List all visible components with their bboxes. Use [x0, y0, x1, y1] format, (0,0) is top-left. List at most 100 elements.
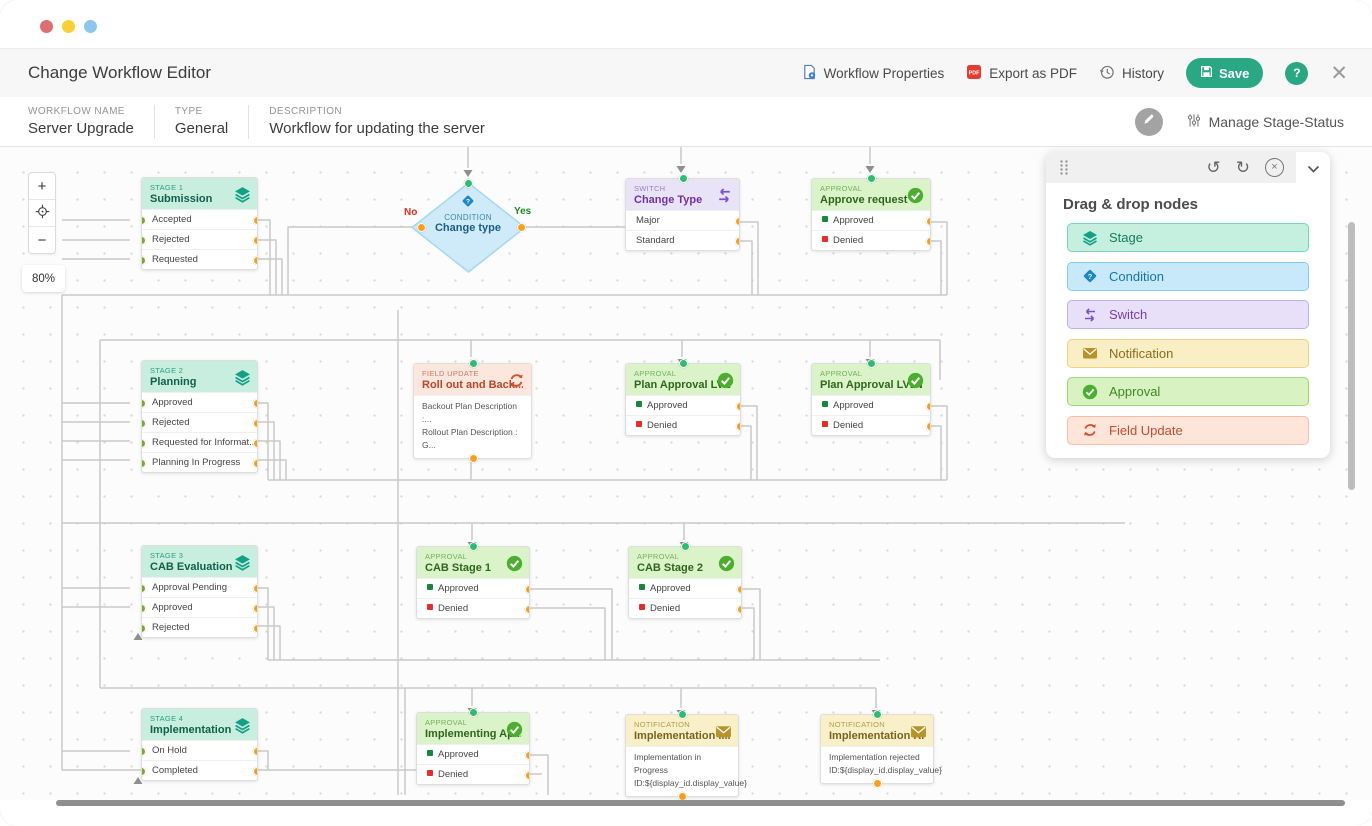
- output-port[interactable]: [735, 236, 739, 246]
- output-port[interactable]: [525, 770, 529, 780]
- top-input-port[interactable]: [468, 359, 478, 368]
- input-port[interactable]: [142, 398, 146, 408]
- palette-item-notify[interactable]: Notification: [1067, 338, 1309, 368]
- window-minimize-button[interactable]: [62, 20, 75, 33]
- top-input-port[interactable]: [681, 542, 690, 551]
- output-port[interactable]: [253, 746, 257, 756]
- top-input-port[interactable]: [469, 542, 478, 551]
- save-button[interactable]: Save: [1186, 58, 1264, 88]
- no-output-port[interactable]: [417, 223, 426, 232]
- output-port[interactable]: [253, 603, 257, 613]
- help-button[interactable]: ?: [1285, 61, 1309, 85]
- redo-icon[interactable]: ↻: [1235, 158, 1250, 177]
- output-port[interactable]: [525, 584, 529, 594]
- output-port[interactable]: [737, 604, 741, 614]
- palette-item-update[interactable]: Field Update: [1067, 415, 1309, 445]
- input-port[interactable]: [142, 255, 146, 265]
- input-port[interactable]: [142, 458, 146, 468]
- palette-item-condition[interactable]: ?Condition: [1067, 261, 1309, 291]
- undo-icon[interactable]: ↺: [1206, 158, 1221, 177]
- zoom-out-button[interactable]: −: [37, 231, 47, 249]
- manage-stage-status-button[interactable]: Manage Stage-Status: [1187, 113, 1344, 131]
- top-input-port[interactable]: [469, 708, 478, 717]
- history-button[interactable]: History: [1099, 64, 1164, 83]
- vertical-scrollbar[interactable]: [1348, 222, 1355, 490]
- palette-item-approval[interactable]: Approval: [1067, 377, 1309, 406]
- top-input-port[interactable]: [867, 359, 876, 368]
- output-port[interactable]: [253, 235, 257, 245]
- bottom-output-port[interactable]: [468, 454, 478, 463]
- output-port[interactable]: [736, 401, 740, 411]
- zoom-in-button[interactable]: +: [29, 173, 55, 200]
- palette-item-stage[interactable]: Stage: [1067, 223, 1309, 252]
- output-port[interactable]: [253, 458, 257, 468]
- node-condition-change-type[interactable]: [410, 182, 527, 273]
- top-input-port[interactable]: [464, 179, 473, 188]
- horizontal-scrollbar[interactable]: [56, 800, 1345, 806]
- top-input-port[interactable]: [679, 359, 688, 368]
- output-port[interactable]: [737, 584, 741, 594]
- export-pdf-button[interactable]: PDF Export as PDF: [966, 64, 1077, 83]
- output-port[interactable]: [253, 255, 257, 265]
- edit-workflow-button[interactable]: [1134, 107, 1163, 136]
- output-port[interactable]: [525, 750, 529, 760]
- window-zoom-button[interactable]: [84, 20, 97, 33]
- top-input-port[interactable]: [873, 710, 882, 719]
- input-port[interactable]: [142, 235, 146, 245]
- output-port[interactable]: [253, 583, 257, 593]
- input-port[interactable]: [142, 583, 146, 593]
- input-port[interactable]: [142, 438, 146, 448]
- palette-item-switch[interactable]: Switch: [1067, 300, 1309, 329]
- input-port[interactable]: [142, 418, 146, 428]
- close-editor-button[interactable]: ✕: [1330, 61, 1348, 85]
- collapse-panel-chevron-icon[interactable]: [1307, 160, 1320, 178]
- node-status-row: Requested: [142, 249, 257, 269]
- drag-handle-icon[interactable]: [1046, 159, 1069, 176]
- output-port[interactable]: [253, 623, 257, 633]
- top-input-port[interactable]: [867, 174, 876, 183]
- output-port[interactable]: [253, 215, 257, 225]
- input-port[interactable]: [142, 215, 146, 225]
- output-port[interactable]: [926, 421, 930, 431]
- input-port[interactable]: [142, 603, 146, 613]
- output-port[interactable]: [525, 604, 529, 614]
- input-port[interactable]: [142, 766, 146, 776]
- window-close-button[interactable]: [40, 20, 53, 33]
- fit-view-button[interactable]: [29, 200, 55, 227]
- output-port[interactable]: [926, 401, 930, 411]
- output-port[interactable]: [253, 766, 257, 776]
- output-port[interactable]: [253, 418, 257, 428]
- yes-output-port[interactable]: [517, 223, 526, 232]
- top-input-port[interactable]: [678, 174, 688, 183]
- input-port[interactable]: [142, 746, 146, 756]
- output-port[interactable]: [736, 421, 740, 431]
- output-port[interactable]: [253, 438, 257, 448]
- bottom-output-port[interactable]: [873, 779, 882, 788]
- top-input-port[interactable]: [678, 710, 687, 719]
- output-port[interactable]: [735, 216, 739, 226]
- output-port[interactable]: [926, 236, 930, 246]
- output-port[interactable]: [926, 216, 930, 226]
- output-port[interactable]: [253, 398, 257, 408]
- clear-canvas-icon[interactable]: ×: [1265, 158, 1284, 177]
- input-port[interactable]: [142, 623, 146, 633]
- workflow-properties-button[interactable]: Workflow Properties: [802, 64, 944, 83]
